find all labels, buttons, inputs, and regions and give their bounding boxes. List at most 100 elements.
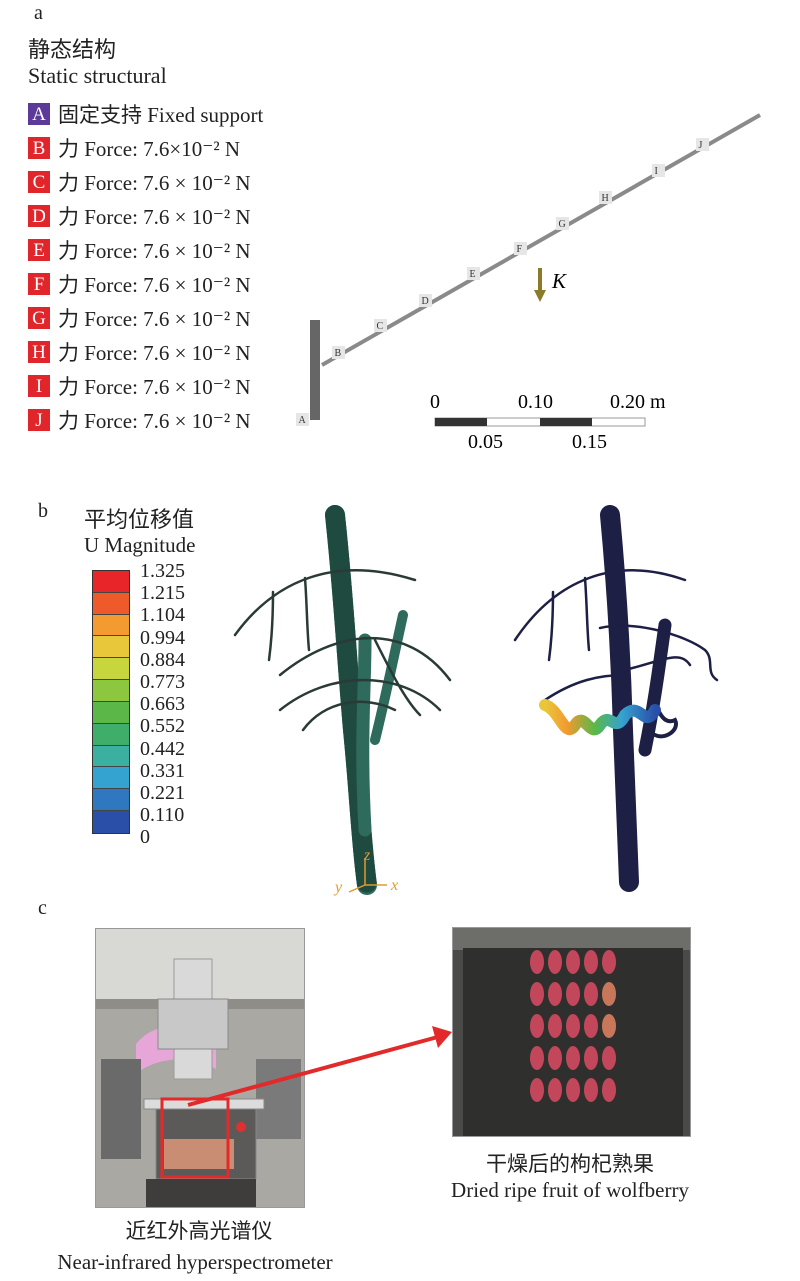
wolfberry-fruit bbox=[584, 950, 598, 974]
scale-label-015: 0.15 bbox=[572, 431, 607, 453]
legend-row-a: A 固定支持 Fixed support bbox=[28, 100, 263, 128]
tree-model-undeformed: z y x bbox=[233, 505, 452, 896]
colorbar-tick-label: 0.331 bbox=[140, 759, 185, 782]
legend-text-c: 力 Force: 7.6 × 10⁻² N bbox=[58, 171, 251, 195]
legend-key-a: A bbox=[28, 103, 50, 125]
legend-key-i: I bbox=[28, 375, 50, 397]
legend-key-c: C bbox=[28, 171, 50, 193]
highlight-box bbox=[160, 1097, 230, 1179]
panel-c-label: c bbox=[38, 897, 47, 919]
beam-point-box-b bbox=[332, 346, 345, 359]
beam-point-box-j bbox=[696, 138, 709, 151]
wolfberry-photo bbox=[452, 927, 691, 1137]
panel-b-label: b bbox=[38, 500, 48, 522]
wolfberry-fruit bbox=[566, 982, 580, 1006]
legend-row-h: H 力 Force: 7.6 × 10⁻² N bbox=[28, 338, 251, 366]
colorbar-segment bbox=[93, 636, 129, 659]
beam-point-e: E bbox=[470, 269, 476, 280]
legend-text-f: 力 Force: 7.6 × 10⁻² N bbox=[58, 273, 251, 297]
wolfberry-fruit bbox=[584, 1078, 598, 1102]
colorbar-segment bbox=[93, 571, 129, 593]
wolfberry-fruit bbox=[530, 1046, 544, 1070]
beam-point-i: I bbox=[655, 166, 658, 177]
wolfberry-illustration bbox=[453, 928, 690, 1136]
colorbar-segment bbox=[93, 811, 129, 833]
wolfberry-fruit bbox=[530, 950, 544, 974]
colorbar-segment bbox=[93, 723, 129, 746]
colorbar-tick-label: 0.773 bbox=[140, 671, 185, 693]
wolfberry-fruit bbox=[566, 1046, 580, 1070]
link-arrow bbox=[187, 1026, 452, 1107]
wolfberry-fruit bbox=[602, 1014, 616, 1038]
wolfberry-fruit bbox=[602, 1078, 616, 1102]
legend-key-h: H bbox=[28, 341, 50, 363]
beam-point-c: C bbox=[377, 321, 384, 332]
legend-key-e: E bbox=[28, 239, 50, 261]
colorbar-segment bbox=[93, 614, 129, 637]
beam-point-box-a bbox=[296, 413, 309, 426]
colorbar bbox=[92, 570, 130, 834]
beam-point-d: D bbox=[422, 296, 429, 307]
colorbar-tick-label: 1.104 bbox=[140, 604, 185, 627]
beam-point-box-f bbox=[514, 242, 527, 255]
spectrometer-caption-en: Near-infrared hyperspectrometer bbox=[57, 1250, 333, 1274]
axis-triad: z y x bbox=[333, 847, 398, 896]
colorbar-segment bbox=[93, 680, 129, 702]
scale-label-0: 0 bbox=[430, 391, 440, 413]
colorbar-segment bbox=[93, 767, 129, 790]
force-label: K bbox=[551, 269, 567, 293]
axis-label-z: z bbox=[363, 847, 371, 864]
axis-label-x: x bbox=[390, 877, 398, 894]
colorbar-tick-label: 0.110 bbox=[140, 804, 185, 827]
beam-point-box-d bbox=[419, 294, 432, 307]
beam-point-g: G bbox=[559, 219, 566, 230]
wolfberry-fruit bbox=[584, 982, 598, 1006]
legend-text-h: 力 Force: 7.6 × 10⁻² N bbox=[58, 341, 251, 365]
colorbar-segment bbox=[93, 658, 129, 681]
deformed-branch bbox=[539, 699, 661, 736]
scale-label-005: 0.05 bbox=[468, 431, 503, 453]
legend-text-g: 力 Force: 7.6 × 10⁻² N bbox=[58, 307, 251, 331]
force-arrow-head bbox=[534, 290, 546, 302]
colorbar-tick-label: 0.552 bbox=[140, 715, 185, 738]
spectrometer-caption-cn: 近红外高光谱仪 bbox=[104, 1215, 294, 1245]
legend-text-b: 力 Force: 7.6×10⁻² N bbox=[58, 137, 241, 161]
wolfberry-fruit bbox=[530, 982, 544, 1006]
colorbar-tick-label: 0.221 bbox=[140, 782, 185, 804]
panel-a-title-en: Static structural bbox=[28, 63, 167, 88]
panel-a-label: a bbox=[34, 2, 43, 24]
legend-text-d: 力 Force: 7.6 × 10⁻² N bbox=[58, 205, 251, 229]
beam-point-box-i bbox=[652, 164, 665, 177]
legend-text-a: 固定支持 Fixed support bbox=[58, 103, 264, 127]
wolfberry-fruit bbox=[566, 950, 580, 974]
spectrometer-illustration bbox=[96, 929, 304, 1207]
beam-point-box-c bbox=[374, 319, 387, 332]
colorbar-tick-label: 0.884 bbox=[140, 648, 185, 671]
scale-bar: 0 0.10 0.20 m 0.05 0.15 bbox=[430, 391, 666, 453]
wolfberry-fruit bbox=[584, 1014, 598, 1038]
fixed-support-wall bbox=[310, 320, 320, 420]
colorbar-segment bbox=[93, 745, 129, 768]
beam-point-a: A bbox=[299, 415, 307, 426]
panel-b-title-en: U Magnitude bbox=[84, 533, 196, 557]
colorbar-tick-label: 0.994 bbox=[140, 626, 185, 649]
wolfberry-fruit bbox=[602, 1046, 616, 1070]
colorbar-tick-label: 1.215 bbox=[140, 582, 185, 605]
legend-row-i: I 力 Force: 7.6 × 10⁻² N bbox=[28, 372, 251, 400]
legend-text-j: 力 Force: 7.6 × 10⁻² N bbox=[58, 409, 251, 433]
tree-model-deformed bbox=[513, 505, 719, 892]
wolfberry-fruit bbox=[548, 1078, 562, 1102]
legend-key-j: J bbox=[28, 409, 50, 431]
legend-row-j: J 力 Force: 7.6 × 10⁻² N bbox=[28, 406, 251, 434]
wolfberry-fruit bbox=[530, 1078, 544, 1102]
legend-text-i: 力 Force: 7.6 × 10⁻² N bbox=[58, 375, 251, 399]
wolfberry-fruit bbox=[548, 1046, 562, 1070]
wolfberry-caption-en: Dried ripe fruit of wolfberry bbox=[451, 1178, 689, 1202]
wolfberry-fruit bbox=[602, 982, 616, 1006]
wolfberry-fruit bbox=[548, 950, 562, 974]
wolfberry-fruit bbox=[530, 1014, 544, 1038]
wolfberry-fruit bbox=[584, 1046, 598, 1070]
